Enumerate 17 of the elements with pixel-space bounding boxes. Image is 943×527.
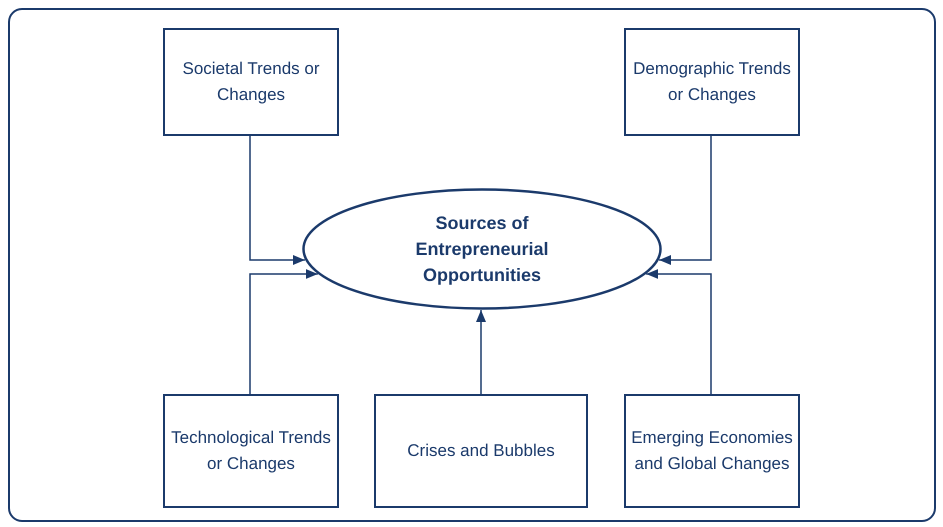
arrow [249, 269, 318, 394]
box-label: Technological Trends or Changes [170, 427, 332, 475]
box-label: Demographic Trends or Changes [632, 58, 792, 106]
box-label: Societal Trends or Changes [181, 58, 320, 106]
box-label: Crises and Bubbles [407, 440, 555, 462]
process-box [624, 28, 800, 136]
node-title: Sources of Entrepreneurial Opportunities [414, 212, 550, 287]
box-label: Emerging Economies and Global Changes [630, 427, 794, 475]
process-box [374, 394, 588, 508]
process-box [624, 394, 800, 508]
ellipse-node [302, 188, 662, 310]
arrow [249, 136, 305, 265]
arrow [659, 136, 712, 265]
process-box [163, 28, 339, 136]
arrow [476, 310, 486, 394]
process-box [163, 394, 339, 508]
arrow [646, 269, 712, 394]
